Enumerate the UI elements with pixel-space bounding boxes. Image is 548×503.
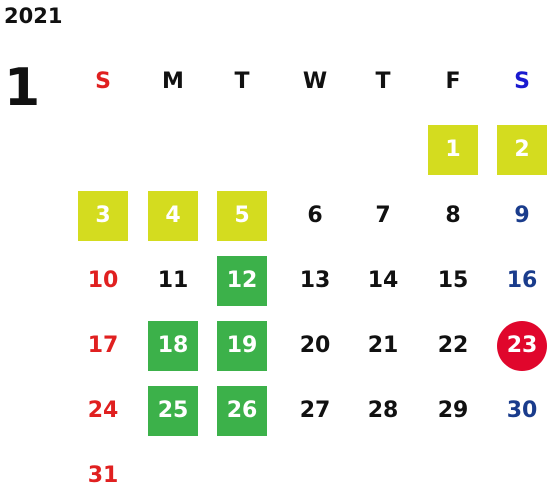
- day-31[interactable]: 31: [87, 463, 119, 488]
- day-25[interactable]: 25: [148, 386, 198, 436]
- day-15[interactable]: 15: [437, 268, 469, 293]
- day-10[interactable]: 10: [87, 268, 119, 293]
- year-label: 2021: [4, 4, 63, 28]
- day-1[interactable]: 1: [428, 125, 478, 175]
- weekday-sun: S: [95, 69, 111, 94]
- day-19[interactable]: 19: [217, 321, 267, 371]
- day-30[interactable]: 30: [506, 398, 538, 423]
- day-20[interactable]: 20: [299, 333, 331, 358]
- weekday-tue: T: [234, 69, 250, 94]
- day-2[interactable]: 2: [497, 125, 547, 175]
- day-26[interactable]: 26: [217, 386, 267, 436]
- day-17[interactable]: 17: [87, 333, 119, 358]
- weekday-fri: F: [445, 69, 461, 94]
- day-22[interactable]: 22: [437, 333, 469, 358]
- day-8[interactable]: 8: [445, 203, 461, 228]
- weekday-sat: S: [514, 69, 530, 94]
- weekday-wed: W: [302, 69, 328, 94]
- day-7[interactable]: 7: [375, 203, 391, 228]
- weekday-thu: T: [375, 69, 391, 94]
- day-14[interactable]: 14: [367, 268, 399, 293]
- day-11[interactable]: 11: [157, 268, 189, 293]
- day-12[interactable]: 12: [217, 256, 267, 306]
- day-6[interactable]: 6: [307, 203, 323, 228]
- day-16[interactable]: 16: [506, 268, 538, 293]
- day-4[interactable]: 4: [148, 191, 198, 241]
- day-21[interactable]: 21: [367, 333, 399, 358]
- day-9[interactable]: 9: [514, 203, 530, 228]
- weekday-mon: M: [162, 69, 184, 94]
- day-24[interactable]: 24: [87, 398, 119, 423]
- day-13[interactable]: 13: [299, 268, 331, 293]
- day-5[interactable]: 5: [217, 191, 267, 241]
- day-18[interactable]: 18: [148, 321, 198, 371]
- month-label: 1: [4, 58, 41, 118]
- day-27[interactable]: 27: [299, 398, 331, 423]
- day-3[interactable]: 3: [78, 191, 128, 241]
- day-29[interactable]: 29: [437, 398, 469, 423]
- day-23[interactable]: 23: [497, 321, 547, 371]
- day-28[interactable]: 28: [367, 398, 399, 423]
